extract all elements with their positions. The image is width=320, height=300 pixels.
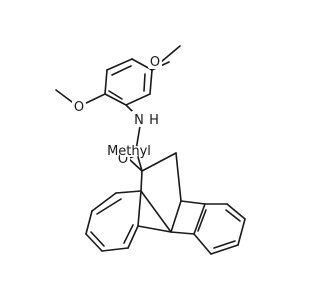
left-benzo-ring <box>85 190 172 252</box>
atom-label-amide-n: N H <box>131 111 159 128</box>
right-benzo-ring <box>170 200 246 255</box>
bridge-core <box>127 149 182 233</box>
amide-cn-bond <box>135 125 141 151</box>
carbonyl-o-text: O <box>118 152 128 167</box>
amide-n-text: N <box>134 113 144 128</box>
methoxy-top-o-text: O <box>150 55 160 70</box>
dimethoxyphenyl-ring <box>104 58 153 106</box>
molecule-diagram: O O N H O Methyl <box>55 45 246 255</box>
amide-h-text: H <box>149 113 159 128</box>
methyl-text: Methyl <box>107 144 151 159</box>
methoxy-left-o-text: O <box>74 100 84 115</box>
atom-label-methoxy-left-o: O <box>72 98 86 115</box>
atom-label-methoxy-top-o: O <box>148 53 162 70</box>
atom-label-methyl: Methyl <box>107 144 151 159</box>
